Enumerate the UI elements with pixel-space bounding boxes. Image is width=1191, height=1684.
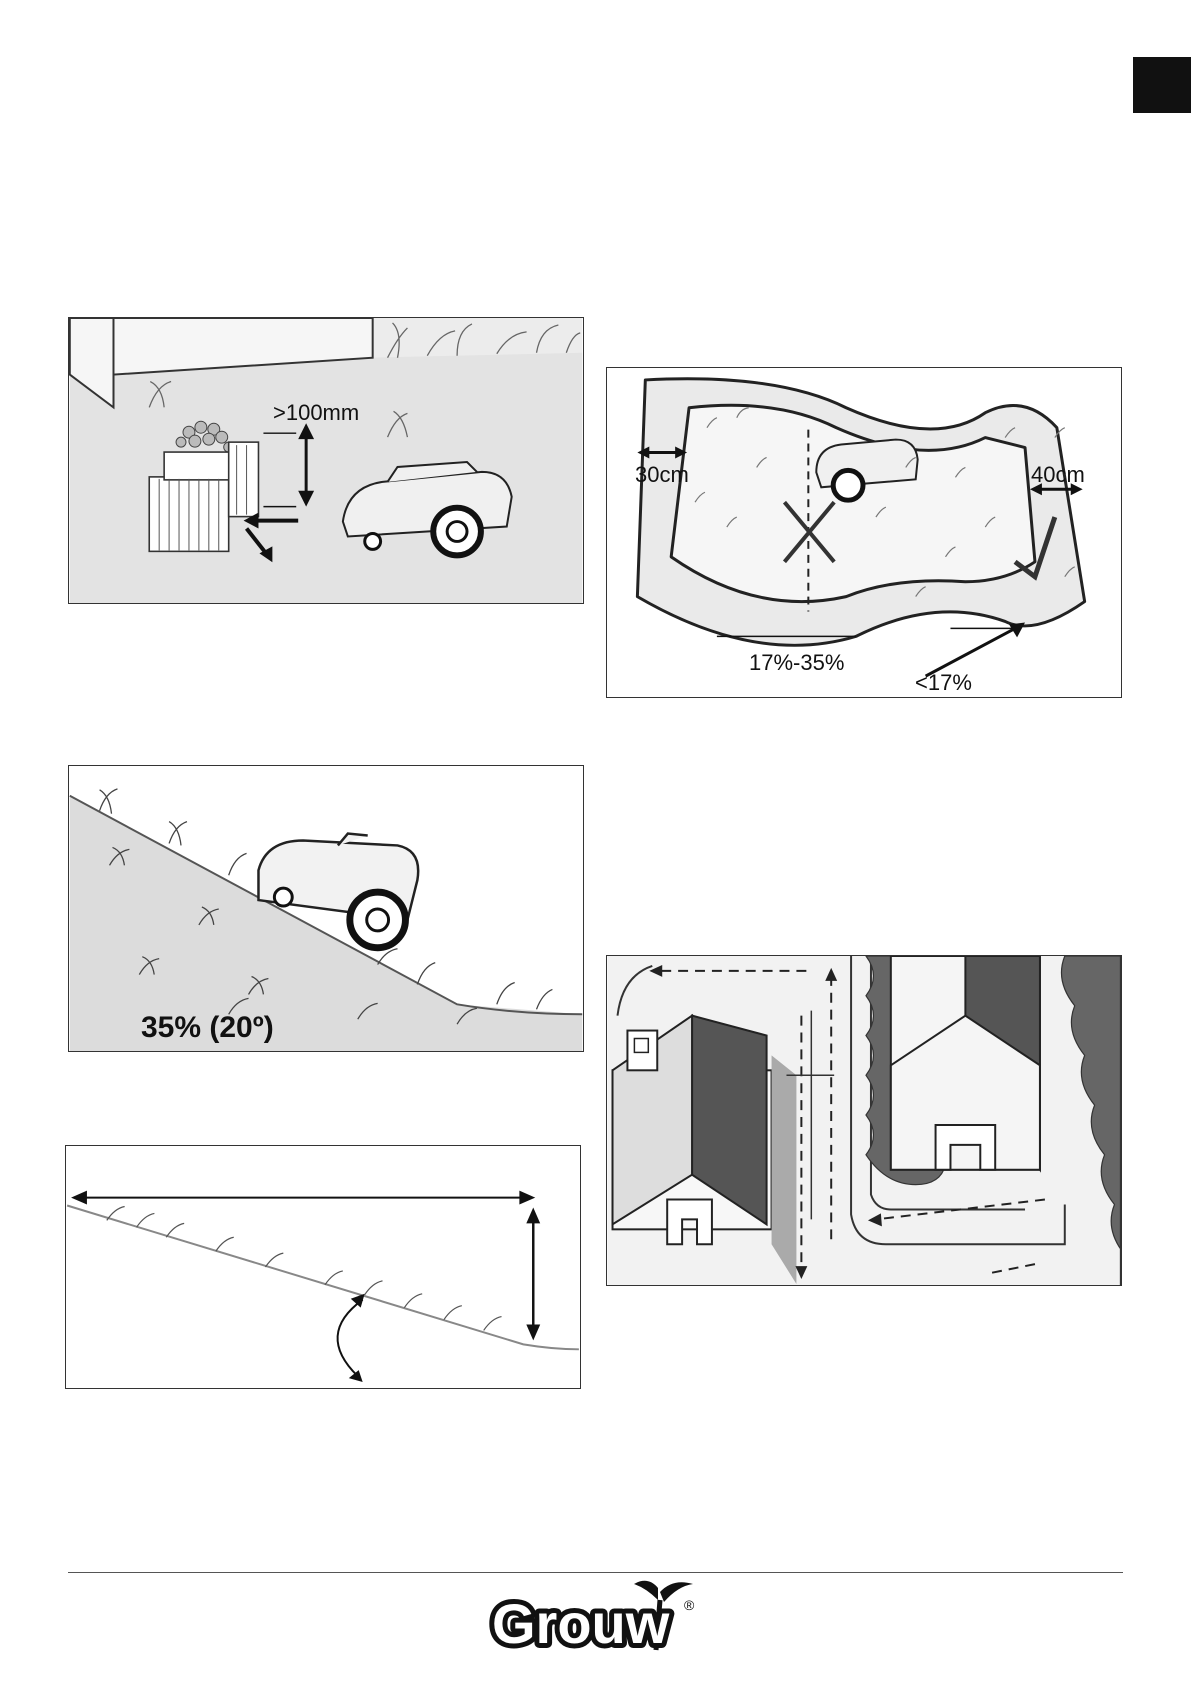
registered-mark: ® (684, 1597, 695, 1613)
figure-max-slope: 35% (20º) (68, 765, 584, 1052)
slope-low-label: <17% (915, 670, 972, 696)
grouw-logo: Grouw ® (488, 1578, 708, 1658)
slope-mid-label: 17%-35% (749, 650, 844, 676)
footer-rule (68, 1572, 1123, 1573)
left-distance-label: 30cm (635, 462, 689, 488)
max-slope-label: 35% (20º) (141, 1011, 274, 1045)
chapter-tab-marker (1133, 57, 1191, 113)
figure-obstacle-height: >100mm (68, 317, 584, 604)
right-distance-label: 40cm (1031, 462, 1085, 488)
logo-wordmark: Grouw (492, 1592, 670, 1655)
obstacle-height-label: >100mm (273, 400, 359, 426)
figure-site-plan (606, 955, 1122, 1286)
figure-boundary-distances: 30cm 40cm 17%-35% <17% (606, 367, 1122, 698)
figure-slope-measurement (65, 1145, 581, 1389)
